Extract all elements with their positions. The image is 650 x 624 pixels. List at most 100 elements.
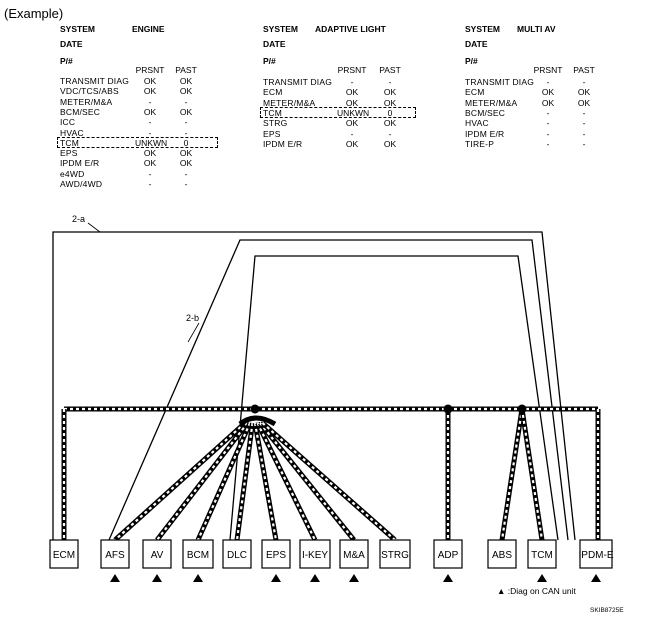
ecu-box-5 [261, 539, 291, 569]
status-row-present: - [148, 96, 152, 107]
can-fan-8-outer [260, 421, 397, 542]
wire-inner [229, 255, 559, 541]
status-row-present: OK [345, 138, 359, 149]
status-row-present: OK [345, 118, 359, 129]
status-row-past: 0 [387, 107, 393, 118]
status-row-present: - [148, 127, 152, 138]
status-row-past: - [582, 118, 586, 129]
status-row-past: - [184, 179, 188, 189]
pn-label: P/# [60, 56, 73, 66]
status-row-present: - [546, 118, 550, 129]
status-row-name: TRANSMIT DIAG [60, 76, 130, 86]
ecu-label: I-KEY [302, 550, 328, 561]
status-row-past: - [582, 77, 586, 87]
system-name: ENGINE [132, 24, 165, 34]
status-row-past: - [388, 77, 392, 87]
ecu-box-6 [299, 539, 331, 569]
status-row-present: OK [143, 86, 157, 97]
triangle-icon [271, 574, 281, 582]
can-fan-2-inner [156, 422, 249, 541]
status-row-present: - [350, 128, 354, 139]
ecu-label: BCM [187, 550, 209, 561]
status-row-name: e4WD [60, 168, 85, 179]
ecu-box-10 [487, 539, 517, 569]
status-row-past: - [388, 128, 392, 139]
status-row-name: VDC/TCS/ABS [60, 86, 119, 97]
status-row-present: OK [345, 87, 359, 98]
pn-label: P/# [465, 56, 478, 66]
status-row-present: - [546, 128, 550, 139]
ecu-box-8 [379, 539, 411, 569]
legend-text: :Diag on CAN unit [507, 586, 576, 596]
status-row-present: OK [541, 97, 555, 108]
status-row-past: OK [179, 106, 193, 117]
status-row-name: METER/M&A [60, 96, 113, 107]
junction-dot [250, 404, 260, 414]
status-row-past: OK [179, 158, 193, 169]
triangle-icon [110, 574, 120, 582]
highlight-box [57, 136, 218, 148]
status-row-name: ECM [465, 87, 485, 98]
col-past-header: PAST [379, 65, 401, 75]
status-row-past: - [184, 127, 188, 138]
ecu-box-3 [182, 539, 214, 569]
example-title: (Example) [4, 6, 64, 21]
status-row-name: AWD/4WD [60, 179, 103, 189]
status-row-past: OK [383, 138, 397, 149]
status-row-past: 0 [183, 137, 189, 148]
can-drop-tcm-inner [520, 408, 544, 541]
status-row-name: IPDM E/R [60, 158, 100, 169]
triangle-icon [591, 574, 601, 582]
status-row-name: BCM/SEC [465, 107, 506, 118]
status-row-name: METER/M&A [263, 97, 316, 108]
status-row-name: EPS [60, 148, 78, 159]
status-row-present: OK [143, 106, 157, 117]
status-row-past: - [582, 128, 586, 139]
callout-2b: 2-b [186, 313, 199, 323]
col-present-header: PRSNT [533, 65, 563, 75]
ecu-label: IPDM-E [579, 550, 614, 561]
callout-a-leader [87, 222, 101, 233]
triangle-icon [349, 574, 359, 582]
status-row-name: EPS [263, 128, 281, 139]
document-code: SKIB8725E [590, 607, 624, 614]
system-name: MULTI AV [517, 24, 556, 34]
status-row-name: BCM/SEC [60, 106, 101, 117]
status-row-present: OK [143, 148, 157, 159]
status-row-present: UNKWN [135, 137, 168, 148]
system-label: SYSTEM [263, 24, 298, 34]
status-row-past: OK [383, 87, 397, 98]
can-fan-5-inner [253, 422, 278, 541]
status-row-present: - [546, 77, 550, 87]
ecu-box-7 [339, 539, 369, 569]
triangle-icon: ▲ [497, 586, 506, 596]
junction-dot [517, 404, 527, 414]
callout-b-leader [187, 322, 200, 343]
status-row-past: OK [577, 97, 591, 108]
status-row-past: OK [179, 148, 193, 159]
triangle-icon [537, 574, 547, 582]
triangle-icon [443, 574, 453, 582]
status-row-present: - [546, 107, 550, 118]
ecu-box-2 [142, 539, 172, 569]
status-row-past: - [184, 96, 188, 107]
status-row-past: OK [179, 76, 193, 86]
can-fan-7-inner [259, 422, 355, 541]
date-label: DATE [465, 39, 488, 49]
status-row-present: - [148, 117, 152, 128]
status-row-past: - [184, 168, 188, 179]
date-label: DATE [60, 39, 83, 49]
ecu-label: DLC [227, 550, 247, 561]
can-fan-3-outer [195, 421, 253, 542]
status-row-past: OK [383, 97, 397, 108]
status-row-past: OK [383, 118, 397, 129]
pn-label: P/# [263, 56, 276, 66]
ecu-label: AFS [105, 550, 125, 561]
ecu-label: TCM [531, 550, 553, 561]
triangle-icon [152, 574, 162, 582]
ecu-label: M&A [343, 550, 365, 561]
status-row-present: - [350, 77, 354, 87]
system-label: SYSTEM [465, 24, 500, 34]
callout-2a: 2-a [72, 214, 85, 224]
status-row-present: - [148, 168, 152, 179]
